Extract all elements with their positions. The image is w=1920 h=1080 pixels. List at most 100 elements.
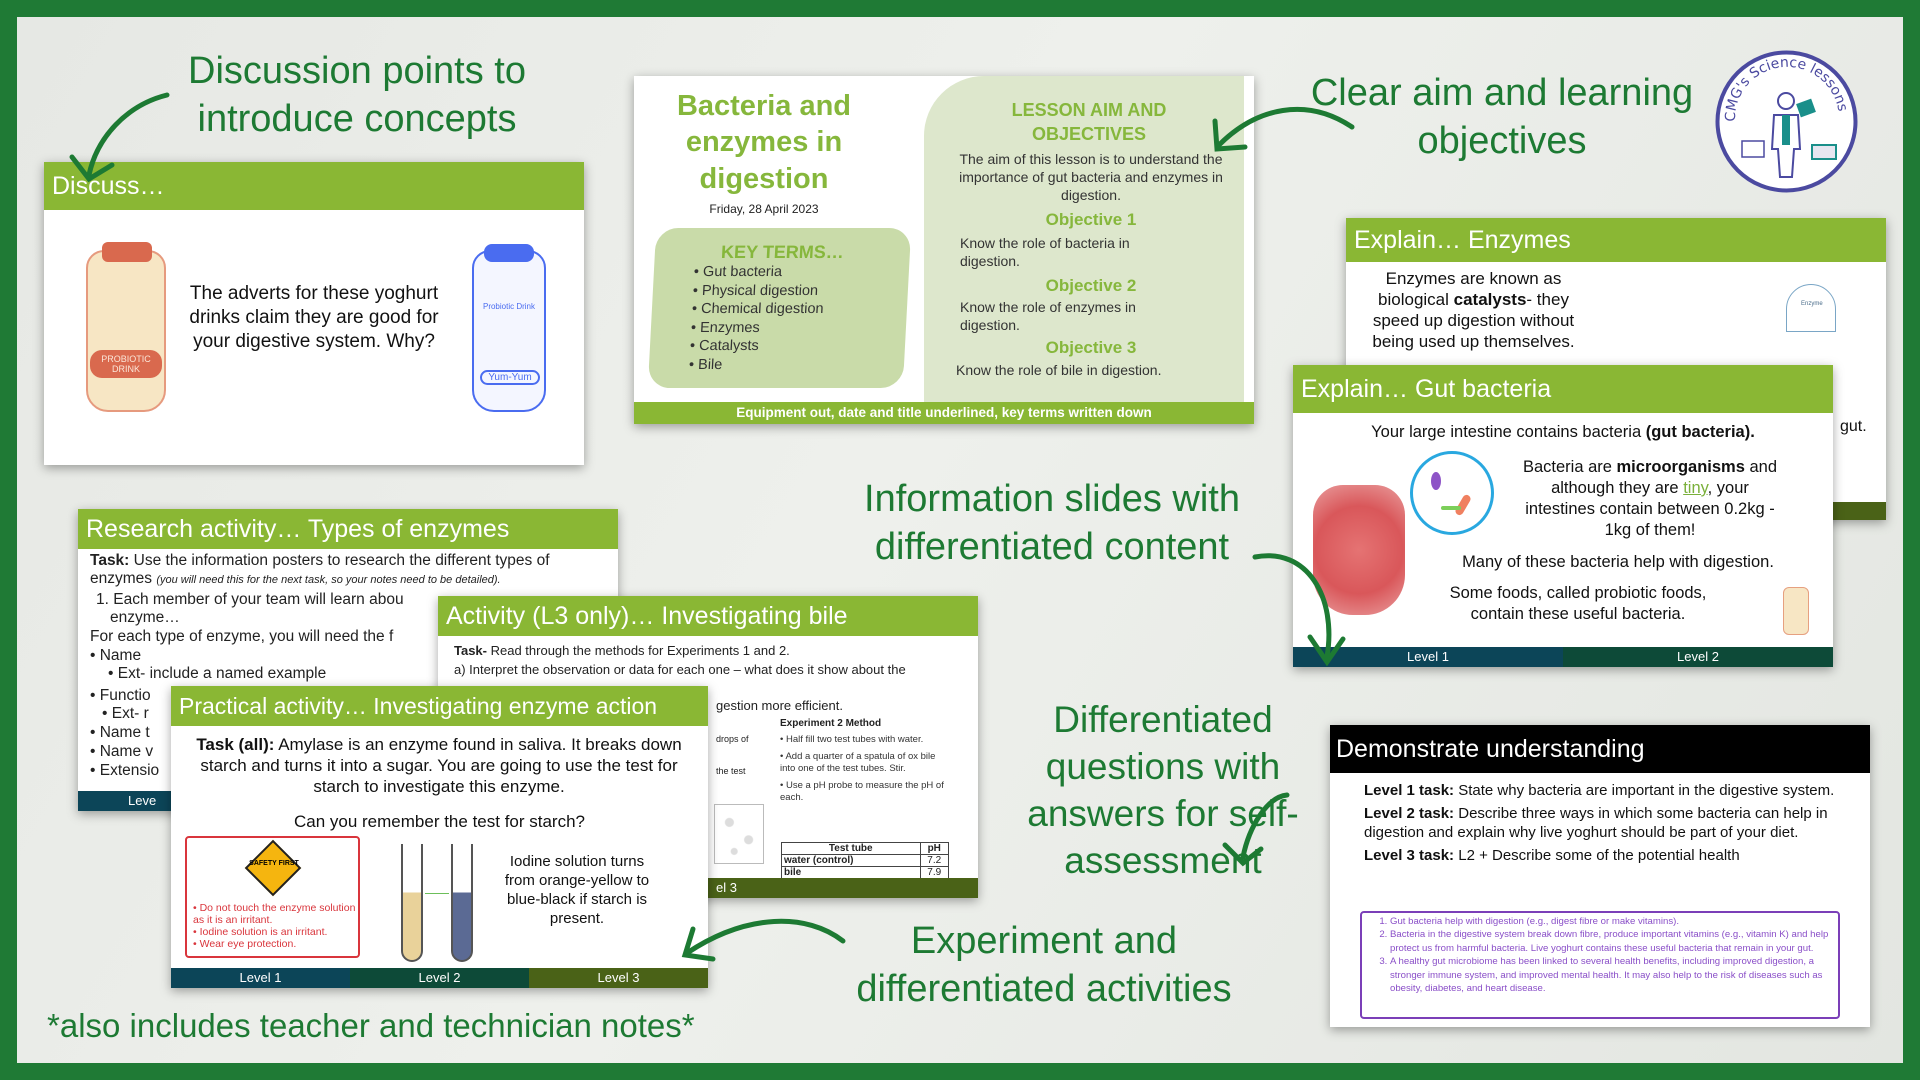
- key-term: • Catalysts: [689, 338, 760, 354]
- slide-title: Explain… Enzymes: [1346, 218, 1886, 262]
- tiny-link[interactable]: tiny: [1683, 479, 1708, 497]
- objective-2-text: Know the role of enzymes in digestion.: [960, 299, 1136, 333]
- key-term: • Physical digestion: [692, 282, 819, 299]
- bile-partial: drops of: [716, 734, 749, 744]
- objective-3-heading: Objective 3: [1045, 338, 1137, 357]
- discuss-question: The adverts for these yoghurt drinks cla…: [189, 283, 439, 353]
- arrow-icon: [425, 893, 449, 894]
- practical-task: Task (all): Amylase is an enzyme found i…: [196, 735, 682, 796]
- slide-title: Research activity… Types of enzymes: [78, 509, 618, 549]
- bile-partial: the test: [716, 766, 746, 776]
- test-tube-orange: [401, 844, 423, 962]
- research-step1b: enzyme…: [110, 609, 180, 626]
- exp2-heading: Experiment 2 Method: [780, 718, 882, 729]
- research-bullet: • Ext- include a named example: [108, 665, 327, 682]
- safety-box: SAFETY FIRST • Do not touch the enzyme s…: [185, 836, 360, 958]
- safety-sign-text: SAFETY FIRST: [249, 860, 299, 867]
- table-row: water (control)7.2: [781, 854, 949, 867]
- iodine-answer: Iodine solution turns from orange-yellow…: [504, 853, 650, 927]
- title-slide-footer: Equipment out, date and title underlined…: [634, 402, 1254, 424]
- research-task: Task: Use the information posters to res…: [90, 552, 550, 587]
- safety-list: • Do not touch the enzyme solution as it…: [193, 902, 359, 950]
- test-tube-blue: [451, 844, 473, 962]
- level-2-tab[interactable]: Level 2: [1563, 647, 1833, 667]
- aim-background: [924, 76, 1244, 406]
- gut-line3: Many of these bacteria help with digesti…: [1462, 553, 1774, 571]
- cmg-logo: CMG's Science lessons: [1714, 49, 1859, 194]
- enzyme-diagram: Enzyme: [1786, 284, 1836, 332]
- slide-title: Discuss…: [44, 162, 584, 210]
- enzymes-peek-text: gut.: [1840, 418, 1867, 435]
- slide-title: Explain… Gut bacteria: [1293, 365, 1833, 413]
- footer-note: *also includes teacher and technician no…: [47, 1007, 695, 1044]
- research-bullet: • Name v: [90, 743, 154, 760]
- practical-question: Can you remember the test for starch?: [293, 812, 586, 831]
- enzyme-diagram-label: Enzyme: [1801, 301, 1823, 307]
- bile-task: Task- Read through the methods for Exper…: [454, 643, 790, 658]
- level-2-tab[interactable]: Level 2: [350, 968, 529, 988]
- enzymes-text: Enzymes are known as biological catalyst…: [1372, 269, 1575, 351]
- key-term: • Enzymes: [690, 319, 761, 336]
- research-bullet: • Ext- r: [102, 705, 149, 722]
- level-bar: Level 1 Level 2: [1293, 647, 1833, 667]
- answer-item: Bacteria in the digestive system break d…: [1390, 928, 1830, 955]
- bile-item-a: a) Interpret the observation or data for…: [454, 662, 906, 677]
- table-header: Test tube: [781, 842, 921, 855]
- key-terms-box: KEY TERMS… • Gut bacteria • Physical dig…: [647, 228, 912, 388]
- callout-information: Information slides with differentiated c…: [864, 478, 1240, 569]
- exp2-steps: • Half fill two test tubes with water. •…: [780, 734, 950, 804]
- level-3-tab[interactable]: Level 3: [529, 968, 708, 988]
- bottle-right-image: Probiotic Drink Yum-Yum: [472, 244, 546, 412]
- callout-experiment: Experiment and differentiated activities: [856, 920, 1232, 1011]
- bottle-right-brand: Yum-Yum: [480, 370, 540, 385]
- key-terms-list: • Gut bacteria • Physical digestion • Ch…: [689, 263, 910, 374]
- gut-line1: Your large intestine contains bacteria (…: [1371, 423, 1755, 441]
- task-level-2: Level 2 task: Describe three ways in whi…: [1364, 805, 1828, 841]
- level-1-tab[interactable]: Level 1: [1293, 647, 1563, 667]
- callout-questions: Differentiated questions with answers fo…: [1027, 699, 1299, 881]
- task-level-1: Level 1 task: State why bacteria are imp…: [1364, 782, 1835, 799]
- gut-line4: Some foods, called probiotic foods, cont…: [1449, 584, 1707, 623]
- key-term: • Chemical digestion: [691, 301, 824, 317]
- task-level-3: Level 3 task: L2 + Describe some of the …: [1364, 847, 1740, 864]
- table-header: pH: [919, 842, 949, 855]
- bacteria-magnified-image: [1410, 451, 1494, 535]
- safety-item: • Iodine solution is an irritant.: [193, 926, 328, 938]
- research-bullet: • Name: [90, 647, 142, 664]
- aim-text: The aim of this lesson is to understand …: [959, 151, 1223, 203]
- key-terms-heading: KEY TERMS…: [720, 242, 845, 262]
- promo-canvas: Discussion points to introduce concepts …: [17, 17, 1903, 1063]
- slide-title: Activity (L3 only)… Investigating bile: [438, 596, 978, 636]
- slide-title: Demonstrate understanding: [1330, 725, 1870, 773]
- bottle-left-label: PROBIOTIC DRINK: [90, 350, 162, 378]
- exp2-step: • Half fill two test tubes with water.: [780, 734, 924, 745]
- research-step1: 1. Each member of your team will learn a…: [96, 591, 404, 608]
- lesson-title: Bacteria and enzymes in digestion: [676, 90, 852, 195]
- slide-explain-gut-bacteria: Explain… Gut bacteria Your large intesti…: [1293, 365, 1833, 667]
- level-bar: Level 1 Level 2 Level 3: [171, 968, 708, 988]
- intestine-image: [1313, 485, 1405, 615]
- demonstrate-tasks: Level 1 task: State why bacteria are imp…: [1364, 781, 1854, 865]
- bubbles-image: [714, 804, 764, 864]
- exp2-step: • Use a pH probe to measure the pH of ea…: [780, 780, 944, 803]
- safety-item: • Wear eye protection.: [193, 938, 297, 950]
- objective-2-heading: Objective 2: [1045, 276, 1137, 295]
- slide-demonstrate: Demonstrate understanding Level 1 task: …: [1330, 725, 1870, 1027]
- callout-aim: Clear aim and learning objectives: [1310, 72, 1694, 163]
- bottle-left-image: PROBIOTIC DRINK: [86, 242, 166, 412]
- objective-3-text: Know the role of bile in digestion.: [956, 362, 1162, 378]
- bile-partial: gestion more efficient.: [716, 698, 843, 713]
- slide-title-objectives: Bacteria and enzymes in digestion Friday…: [634, 76, 1254, 424]
- callout-discussion: Discussion points to introduce concepts: [188, 50, 526, 141]
- lesson-date: Friday, 28 April 2023: [709, 202, 819, 216]
- logo-badge-icon: CMG's Science lessons: [1715, 50, 1858, 193]
- key-term: • Gut bacteria: [693, 264, 783, 280]
- objective-1-heading: Objective 1: [1045, 210, 1137, 229]
- level-1-tab[interactable]: Level 1: [171, 968, 350, 988]
- research-bullet: • Name t: [90, 724, 150, 741]
- answer-item: A healthy gut microbiome has been linked…: [1390, 955, 1830, 995]
- key-term: • Bile: [688, 356, 723, 373]
- gut-paragraph2: Bacteria are microorganisms and although…: [1522, 458, 1778, 539]
